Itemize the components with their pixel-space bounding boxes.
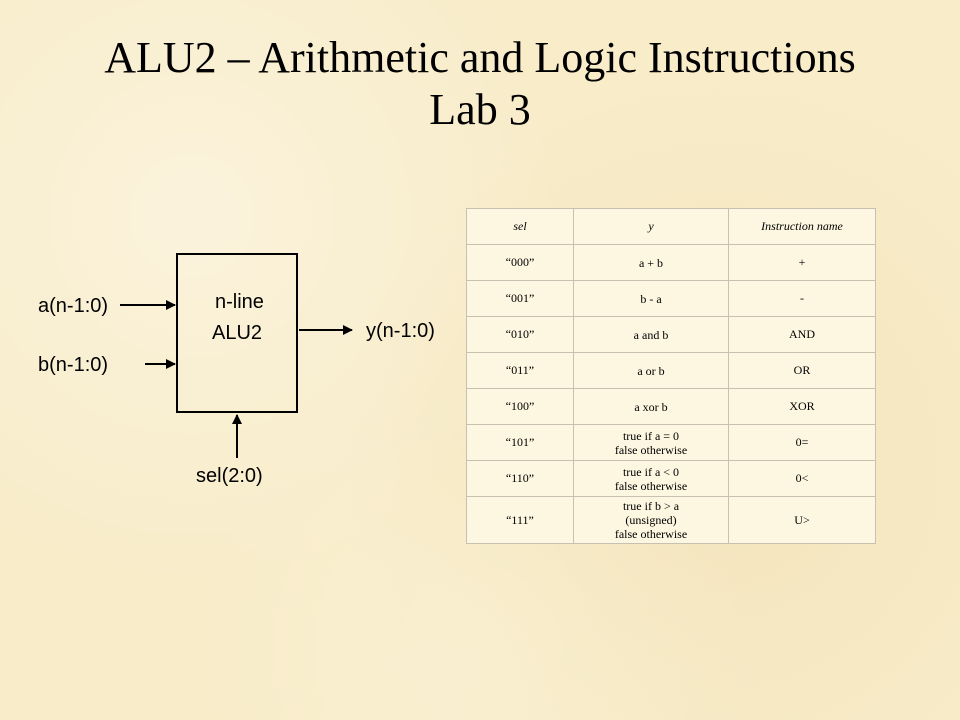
- cell-sel: “010”: [466, 316, 574, 353]
- cell-instruction-name: AND: [728, 316, 876, 353]
- header-instruction-name: Instruction name: [728, 208, 876, 245]
- table-row: “100” a xor b XOR: [466, 388, 876, 425]
- header-y: y: [573, 208, 729, 245]
- cell-instruction-name: XOR: [728, 388, 876, 425]
- cell-instruction-name: U>: [728, 496, 876, 544]
- table-row: “011” a or b OR: [466, 352, 876, 389]
- cell-y: true if a < 0 false otherwise: [573, 460, 729, 497]
- input-b-label: b(n-1:0): [38, 354, 108, 376]
- cell-y: true if a = 0 false otherwise: [573, 424, 729, 461]
- page-title: ALU2 – Arithmetic and Logic Instructions…: [0, 32, 960, 136]
- cell-sel: “000”: [466, 244, 574, 281]
- table-row: “111” true if b > a (unsigned) false oth…: [466, 496, 876, 544]
- cell-sel: “110”: [466, 460, 574, 497]
- output-y-label: y(n-1:0): [366, 320, 435, 342]
- block-label-nline: n-line: [215, 291, 264, 313]
- cell-sel: “001”: [466, 280, 574, 317]
- sel-label: sel(2:0): [196, 465, 263, 487]
- title-line-2: Lab 3: [429, 85, 531, 134]
- cell-y: b - a: [573, 280, 729, 317]
- cell-instruction-name: +: [728, 244, 876, 281]
- cell-y: a or b: [573, 352, 729, 389]
- table-row: “110” true if a < 0 false otherwise 0<: [466, 460, 876, 497]
- input-a-label: a(n-1:0): [38, 295, 108, 317]
- header-sel: sel: [466, 208, 574, 245]
- cell-instruction-name: -: [728, 280, 876, 317]
- alu-block-diagram: n-line ALU2 a(n-1:0) b(n-1:0) y(n-1:0) s…: [38, 253, 435, 487]
- block-label-alu2: ALU2: [212, 322, 262, 344]
- cell-y: true if b > a (unsigned) false otherwise: [573, 496, 729, 544]
- cell-sel: “011”: [466, 352, 574, 389]
- title-line-1: ALU2 – Arithmetic and Logic Instructions: [104, 33, 856, 82]
- cell-instruction-name: 0<: [728, 460, 876, 497]
- cell-sel: “111”: [466, 496, 574, 544]
- cell-instruction-name: 0=: [728, 424, 876, 461]
- table-header-row: sel y Instruction name: [466, 208, 876, 245]
- cell-instruction-name: OR: [728, 352, 876, 389]
- cell-y: a xor b: [573, 388, 729, 425]
- cell-sel: “101”: [466, 424, 574, 461]
- alu-block: [176, 253, 298, 413]
- cell-y: a + b: [573, 244, 729, 281]
- table-row: “010” a and b AND: [466, 316, 876, 353]
- operation-table: sel y Instruction name “000” a + b + “00…: [466, 208, 876, 544]
- table-row: “001” b - a -: [466, 280, 876, 317]
- cell-sel: “100”: [466, 388, 574, 425]
- table-row: “101” true if a = 0 false otherwise 0=: [466, 424, 876, 461]
- table-row: “000” a + b +: [466, 244, 876, 281]
- cell-y: a and b: [573, 316, 729, 353]
